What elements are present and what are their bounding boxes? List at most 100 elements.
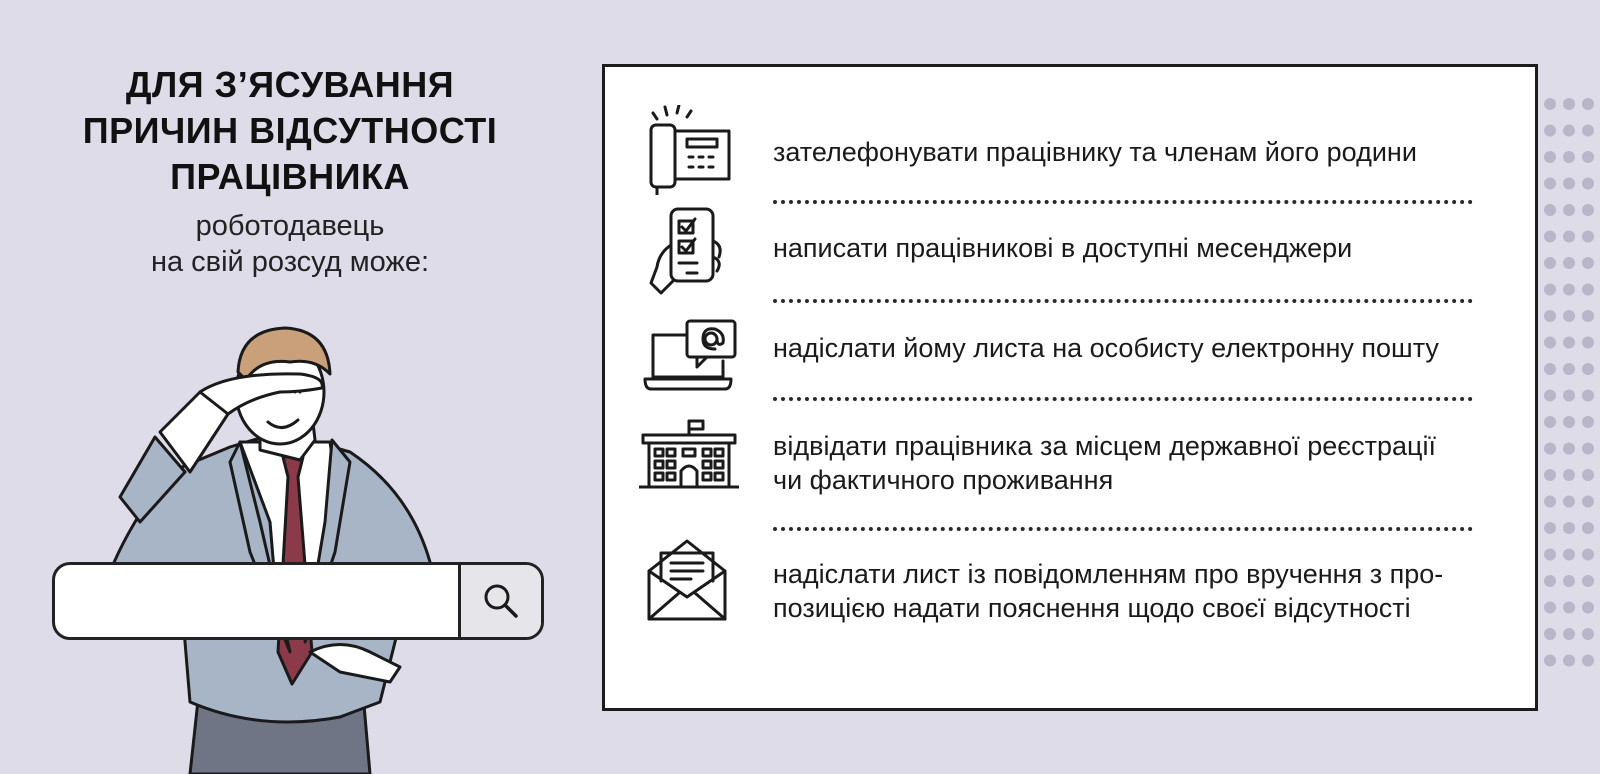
subtitle: роботодавець на свій розсуд може: <box>70 208 510 280</box>
option-phone: зателефонувати працівнику та членам його… <box>605 105 1535 195</box>
decorative-dot <box>1563 495 1575 508</box>
option-letter: надіслати лист із повідомленням про вруч… <box>605 537 1535 637</box>
decorative-dot <box>1544 522 1556 534</box>
decorative-dot <box>1563 442 1575 455</box>
decorative-dot <box>1582 442 1594 455</box>
subtitle-line-1: роботодавець <box>195 210 385 242</box>
decorative-dot <box>1544 416 1556 428</box>
option-line: чи фактичного проживання <box>773 465 1114 495</box>
office-phone-icon <box>649 105 731 195</box>
decorative-dot <box>1563 336 1575 349</box>
decorative-dot <box>1582 628 1594 640</box>
decorative-dot <box>1563 601 1575 614</box>
decorative-dot <box>1582 575 1594 587</box>
decorative-dot <box>1563 416 1575 428</box>
decorative-dot <box>1582 469 1594 481</box>
decorative-dot <box>1544 124 1556 137</box>
decorative-dot <box>1544 151 1556 163</box>
decorative-dot <box>1582 416 1594 428</box>
decorative-dot <box>1563 575 1575 587</box>
dotted-separator <box>773 527 1473 531</box>
title-line-1: ДЛЯ З’ЯСУВАННЯ <box>125 64 455 105</box>
option-line: позицією надати пояснення щодо своєї від… <box>773 593 1411 623</box>
decorative-dot <box>1544 548 1556 561</box>
decorative-dot <box>1544 575 1556 587</box>
subtitle-line-2: на свій розсуд може: <box>150 246 430 278</box>
option-text: відвідати працівника за місцем державної… <box>773 429 1473 497</box>
search-icon <box>484 584 518 618</box>
decorative-dot <box>1563 628 1575 640</box>
decorative-dot <box>1582 204 1594 216</box>
decorative-dot <box>1563 654 1575 667</box>
page-title: ДЛЯ З’ЯСУВАННЯ ПРИЧИН ВІДСУТНОСТІ ПРАЦІВ… <box>70 62 510 200</box>
laptop-email-icon <box>643 319 737 391</box>
decorative-dot <box>1582 336 1594 349</box>
decorative-dot-grid <box>1544 98 1594 667</box>
building-icon <box>639 419 739 489</box>
option-line: відвідати працівника за місцем державної… <box>773 431 1436 461</box>
decorative-dot <box>1582 601 1594 614</box>
decorative-dot <box>1563 98 1575 110</box>
search-button[interactable] <box>458 565 541 637</box>
option-line: надіслати лист із повідомленням про вруч… <box>773 559 1444 589</box>
decorative-dot <box>1544 628 1556 640</box>
decorative-dot <box>1582 310 1594 322</box>
decorative-dot <box>1582 495 1594 508</box>
decorative-dot <box>1544 654 1556 667</box>
search-bar[interactable] <box>52 562 544 640</box>
decorative-dot <box>1563 469 1575 481</box>
option-text: надіслати лист із повідомленням про вруч… <box>773 557 1473 625</box>
decorative-dot <box>1544 389 1556 402</box>
decorative-dot <box>1563 522 1575 534</box>
decorative-dot <box>1544 204 1556 216</box>
decorative-dot <box>1544 442 1556 455</box>
decorative-dot <box>1582 230 1594 243</box>
decorative-dot <box>1544 495 1556 508</box>
decorative-dot <box>1544 98 1556 110</box>
decorative-dot <box>1563 257 1575 269</box>
decorative-dot <box>1544 310 1556 322</box>
decorative-dot <box>1582 522 1594 534</box>
envelope-letter-icon <box>647 539 727 621</box>
decorative-dot <box>1544 601 1556 614</box>
dotted-separator <box>773 397 1473 401</box>
decorative-dot <box>1563 548 1575 561</box>
decorative-dot <box>1582 151 1594 163</box>
title-line-2: ПРИЧИН ВІДСУТНОСТІ <box>82 110 498 151</box>
decorative-dot <box>1563 283 1575 296</box>
decorative-dot <box>1582 654 1594 667</box>
option-visit: відвідати працівника за місцем державної… <box>605 419 1535 509</box>
option-text: надіслати йому листа на особисту електро… <box>773 331 1473 365</box>
decorative-dot <box>1563 389 1575 402</box>
decorative-dot <box>1544 177 1556 190</box>
option-text: написати працівникові в доступні месендж… <box>773 231 1473 265</box>
option-line: написати працівникові в доступні месендж… <box>773 233 1353 263</box>
decorative-dot <box>1544 283 1556 296</box>
decorative-dot <box>1582 389 1594 402</box>
decorative-dot <box>1563 124 1575 137</box>
option-email: надіслати йому листа на особисту електро… <box>605 317 1535 397</box>
decorative-dot <box>1582 363 1594 375</box>
decorative-dot <box>1563 310 1575 322</box>
decorative-dot <box>1544 469 1556 481</box>
man-searching-illustration <box>106 326 432 774</box>
decorative-dot <box>1582 124 1594 137</box>
option-messenger: написати працівникові в доступні месендж… <box>605 205 1535 295</box>
decorative-dot <box>1563 177 1575 190</box>
decorative-dot <box>1582 257 1594 269</box>
title-line-3: ПРАЦІВНИКА <box>170 156 410 197</box>
decorative-dot <box>1544 363 1556 375</box>
decorative-dot <box>1563 363 1575 375</box>
options-card: зателефонувати працівнику та членам його… <box>602 64 1538 711</box>
decorative-dot <box>1563 204 1575 216</box>
dotted-separator <box>773 299 1473 303</box>
decorative-dot <box>1582 283 1594 296</box>
decorative-dot <box>1563 151 1575 163</box>
decorative-dot <box>1582 548 1594 561</box>
dotted-separator <box>773 200 1473 204</box>
option-line: надіслати йому листа на особисту електро… <box>773 333 1439 363</box>
decorative-dot <box>1582 177 1594 190</box>
option-line: зателефонувати працівнику та членам його… <box>773 137 1417 167</box>
decorative-dot <box>1544 336 1556 349</box>
option-text: зателефонувати працівнику та членам його… <box>773 135 1473 169</box>
